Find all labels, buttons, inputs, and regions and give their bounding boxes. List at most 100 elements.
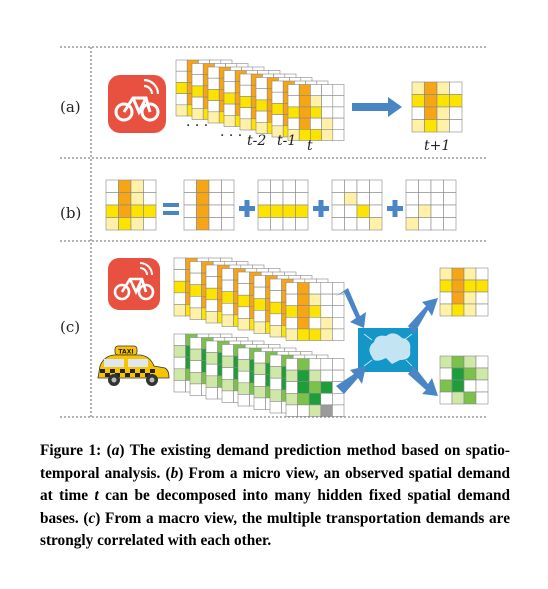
grid-cell [208, 204, 222, 218]
grid-cell [189, 371, 202, 385]
grid-cell [449, 106, 463, 120]
grid-cell [369, 217, 383, 231]
grid-cell [253, 397, 266, 410]
grid-cell [424, 106, 438, 120]
grid-cell [237, 318, 250, 331]
grid-cell [221, 192, 235, 206]
grid-cell [189, 383, 202, 396]
grid-cell [443, 192, 457, 206]
grid-cell [320, 392, 333, 406]
predicted-bike-grid-c [439, 267, 489, 317]
grid-cell [297, 381, 310, 394]
demand-grid [287, 84, 345, 141]
grid-cell [105, 217, 119, 231]
grid-cell [237, 347, 250, 360]
grid-cell [257, 204, 271, 218]
grid-cell [331, 204, 345, 218]
grid-cell [320, 328, 333, 341]
grid-cell [253, 362, 266, 376]
grid-cell [332, 293, 345, 307]
grid-cell [308, 328, 322, 341]
grid-cell [297, 404, 310, 417]
grid-cell [320, 293, 333, 307]
grid-cell [321, 84, 334, 96]
grid-cell [449, 81, 463, 95]
grid-cell [237, 283, 250, 296]
grid-cell [189, 295, 202, 309]
grid-cell [205, 363, 218, 377]
grid-cell [237, 306, 250, 319]
grid-cell [451, 391, 465, 405]
grid-cell [183, 179, 197, 193]
grid-cell [332, 392, 345, 406]
grid-cell [463, 279, 477, 293]
grid-cell [285, 282, 298, 295]
grid-cell [344, 217, 358, 231]
grid-cell [208, 179, 222, 193]
grid-cell [443, 204, 457, 218]
grid-cell [332, 106, 345, 119]
grid-cell [191, 96, 204, 109]
grid-cell [205, 287, 218, 301]
grid-cell [173, 257, 186, 270]
grid-cell [287, 106, 300, 119]
grid-cell [320, 404, 333, 417]
grid-cell [332, 404, 345, 417]
grid-cell [297, 358, 310, 371]
predicted-taxi-grid-c [439, 355, 489, 405]
grid-cell [321, 106, 334, 119]
grid-cell [451, 303, 465, 317]
grid-cell [239, 96, 252, 108]
grid-cell [439, 355, 453, 369]
grid-cell [183, 217, 197, 231]
grid-cell [257, 217, 271, 231]
grid-cell [439, 391, 453, 405]
grid-cell [344, 192, 358, 206]
grid-cell [308, 381, 322, 394]
grid-cell [332, 358, 345, 371]
grid-cell [189, 348, 202, 362]
grid-cell [223, 92, 236, 105]
grid-cell [282, 192, 296, 206]
grid-cell [189, 337, 202, 350]
grid-cell [320, 358, 333, 371]
grid-cell [295, 192, 309, 206]
grid-cell [297, 305, 310, 318]
caption-part-italic: b [170, 464, 179, 482]
grid-cell [356, 217, 370, 231]
grid-cell [451, 367, 465, 381]
caption-part: Figure 1: ( [40, 442, 112, 459]
grid-cell [285, 369, 298, 383]
grid-cell [205, 387, 218, 400]
grid-cell [332, 95, 345, 108]
grid-cell [173, 280, 186, 294]
grid-cell [269, 366, 282, 379]
grid-cell [369, 192, 383, 206]
grid-cell [253, 275, 266, 288]
taxi-icon: TAXI [97, 345, 170, 386]
grid-cell [310, 84, 322, 96]
grid-cell [205, 375, 218, 388]
grid-cell [295, 204, 309, 218]
grid-cell [255, 77, 268, 89]
grid-cell [310, 106, 322, 119]
taxi-demand-stack-c [173, 333, 345, 417]
grid-cell [269, 278, 282, 291]
demand-grid-stack-a [175, 59, 345, 141]
caption-part: ) From a micro view, an observed spatial… [40, 464, 510, 505]
grid-cell [405, 192, 419, 206]
arrows-c [336, 288, 438, 396]
grid-cell [269, 401, 282, 414]
grid-cell [424, 81, 438, 95]
grid-cell [297, 328, 310, 341]
grid-cell [221, 344, 234, 357]
row-label-b: (b) [60, 204, 81, 222]
grid-cell [297, 369, 310, 383]
grid-cell [298, 106, 311, 119]
grid-cell [308, 392, 322, 406]
grid-cell [269, 354, 282, 367]
demand-grid [285, 282, 345, 341]
grid-cell [130, 217, 144, 231]
grid-cell [321, 129, 334, 141]
grid-cell [308, 404, 322, 417]
